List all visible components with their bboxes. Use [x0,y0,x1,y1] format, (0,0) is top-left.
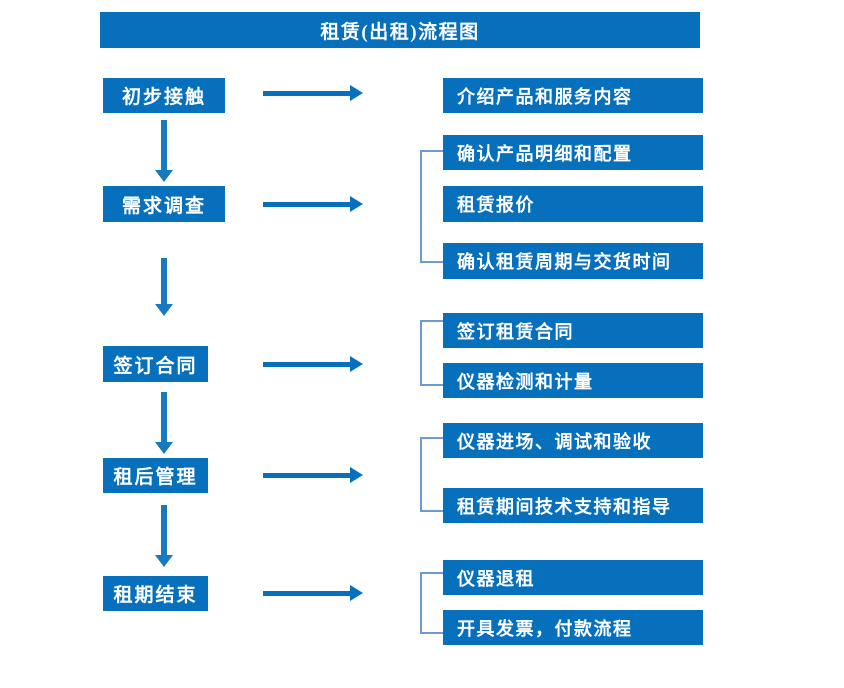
arrow-head [155,304,173,316]
arrow-head [350,356,363,372]
arrow-stage4-to-details [263,467,363,483]
detail-box-1-1[interactable]: 介绍产品和服务内容 [443,78,703,113]
arrow-stage2-to-stage3 [155,258,173,316]
arrow-head [350,467,363,483]
detail-box-3-1[interactable]: 签订租赁合同 [443,313,703,348]
arrow-shaft [263,362,351,367]
arrow-stage1-to-details [263,85,363,101]
detail-box-5-2[interactable]: 开具发票，付款流程 [443,610,703,645]
detail-box-5-1[interactable]: 仪器退租 [443,560,703,595]
arrow-stage1-to-stage2 [155,120,173,182]
detail-group-bracket-3 [420,320,443,386]
detail-box-4-2[interactable]: 租赁期间技术支持和指导 [443,488,703,523]
arrow-head [350,585,363,601]
detail-group-bracket-5 [420,572,443,634]
arrow-shaft [161,258,167,304]
detail-box-3-2[interactable]: 仪器检测和计量 [443,363,703,398]
arrow-head [350,85,363,101]
arrow-stage3-to-stage4 [155,392,173,454]
stage-box-2[interactable]: 需求调查 [103,186,225,222]
detail-group-bracket-4 [420,437,443,512]
stage-box-3[interactable]: 签订合同 [103,346,208,382]
arrow-head [155,442,173,454]
arrow-stage3-to-details [263,356,363,372]
arrow-shaft [161,505,167,555]
arrow-shaft [263,473,351,478]
arrow-shaft [161,120,167,170]
arrow-shaft [263,91,351,96]
stage-box-5[interactable]: 租期结束 [103,576,208,611]
arrow-shaft [263,202,351,207]
detail-box-2-2[interactable]: 租赁报价 [443,186,703,222]
arrow-stage2-to-details [263,196,363,212]
detail-box-2-1[interactable]: 确认产品明细和配置 [443,135,703,170]
arrow-shaft [263,591,351,596]
arrow-shaft [161,392,167,442]
stage-box-4[interactable]: 租后管理 [103,458,208,493]
detail-box-4-1[interactable]: 仪器进场、调试和验收 [443,423,703,458]
arrow-stage4-to-stage5 [155,505,173,567]
arrow-head [155,170,173,182]
arrow-head [155,555,173,567]
stage-box-1[interactable]: 初步接触 [103,78,225,113]
detail-group-bracket-2 [420,150,443,263]
arrow-head [350,196,363,212]
flowchart-title: 租赁(出租)流程图 [100,12,700,48]
arrow-stage5-to-details [263,585,363,601]
detail-box-2-3[interactable]: 确认租赁周期与交货时间 [443,243,703,279]
